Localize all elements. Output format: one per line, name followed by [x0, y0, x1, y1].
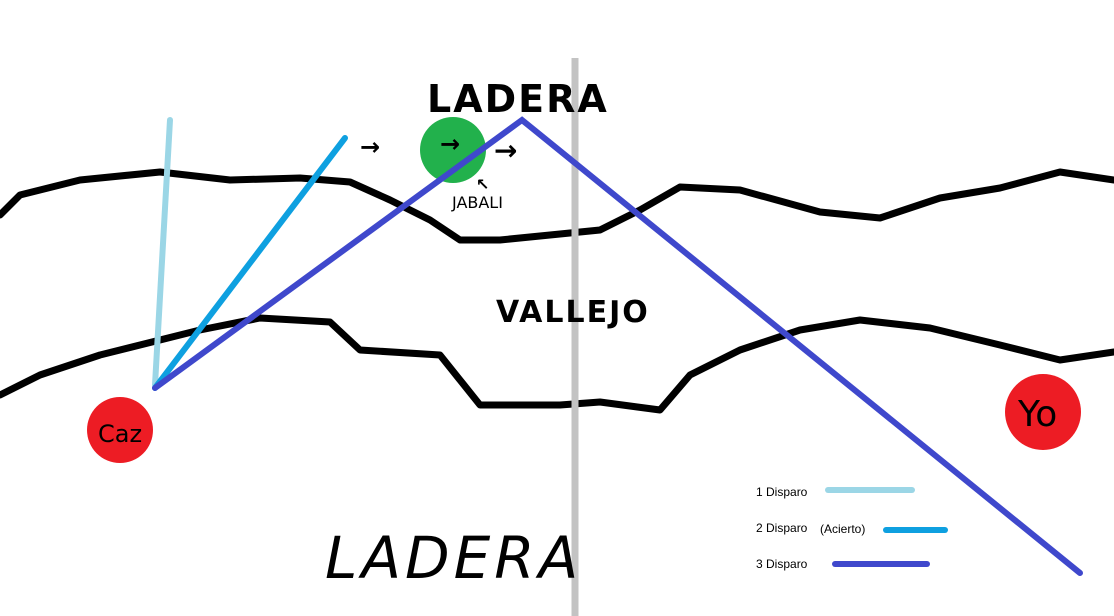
hunter-label: Caz	[98, 420, 142, 448]
bottom-slope-label: LADERA	[325, 524, 582, 592]
me-label: Yo	[1017, 394, 1057, 435]
legend-note: (Acierto)	[820, 522, 865, 536]
arrow-icon: →	[494, 134, 517, 167]
arrow-icon: →	[360, 133, 380, 161]
arrow-icon: →	[440, 130, 460, 158]
lower-ridge-line	[0, 314, 1114, 414]
legend-label: 3 Disparo	[756, 557, 808, 571]
upper-ridge-line	[0, 168, 1114, 244]
shot-3-line	[152, 116, 1083, 576]
shot-2-line	[152, 135, 348, 391]
me-marker	[1005, 374, 1081, 450]
arrow-up-icon: ↖	[476, 175, 489, 194]
legend: 1 Disparo 2 Disparo (Acierto) 3 Disparo	[756, 485, 948, 571]
valley-label: VALLEJO	[496, 295, 650, 330]
top-slope-label: LADERA	[427, 77, 609, 121]
legend-label: 1 Disparo	[756, 485, 808, 499]
boar-marker	[420, 117, 486, 183]
hunter-marker	[87, 397, 153, 463]
boar-label: JABALI	[451, 193, 503, 212]
shot-1-line	[152, 117, 173, 388]
legend-label: 2 Disparo	[756, 521, 808, 535]
